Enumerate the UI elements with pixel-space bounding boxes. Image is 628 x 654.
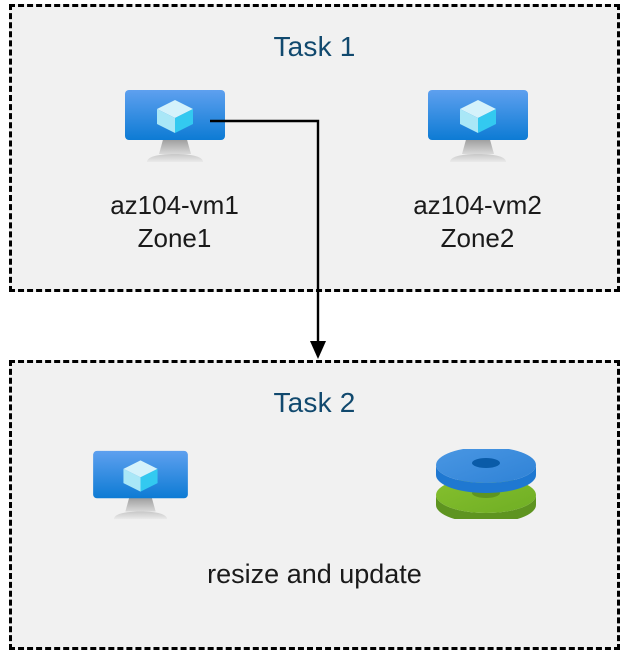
- managed-disks-icon: [435, 447, 538, 524]
- task-1-title: Task 1: [273, 31, 356, 62]
- task-2-title: Task 2: [273, 387, 356, 418]
- node-az104-vm2-name: az104-vm2: [413, 190, 542, 220]
- virtual-machine-icon: [91, 449, 190, 526]
- spacer: [62, 169, 287, 189]
- node-az104-vm2[interactable]: az104-vm2 Zone2: [365, 88, 590, 256]
- task-2-icon-row: [12, 447, 617, 526]
- connector-arrowhead: [310, 341, 326, 359]
- node-az104-vm1[interactable]: az104-vm1 Zone1: [62, 88, 287, 256]
- node-az104-vm1-label: az104-vm1 Zone1: [62, 189, 287, 256]
- virtual-machine-icon: [62, 88, 287, 169]
- spacer: [365, 169, 590, 189]
- node-az104-vm1-name: az104-vm1: [110, 190, 239, 220]
- node-az104-vm1-zone: Zone1: [137, 223, 212, 254]
- virtual-machine-icon: [365, 88, 590, 169]
- task-2-caption: resize and update: [207, 559, 422, 589]
- node-az104-vm2-zone: Zone2: [440, 223, 515, 254]
- task-1-box[interactable]: Task 1: [9, 4, 620, 292]
- task-2-box[interactable]: Task 2: [9, 360, 620, 650]
- node-az104-vm2-label: az104-vm2 Zone2: [365, 189, 590, 256]
